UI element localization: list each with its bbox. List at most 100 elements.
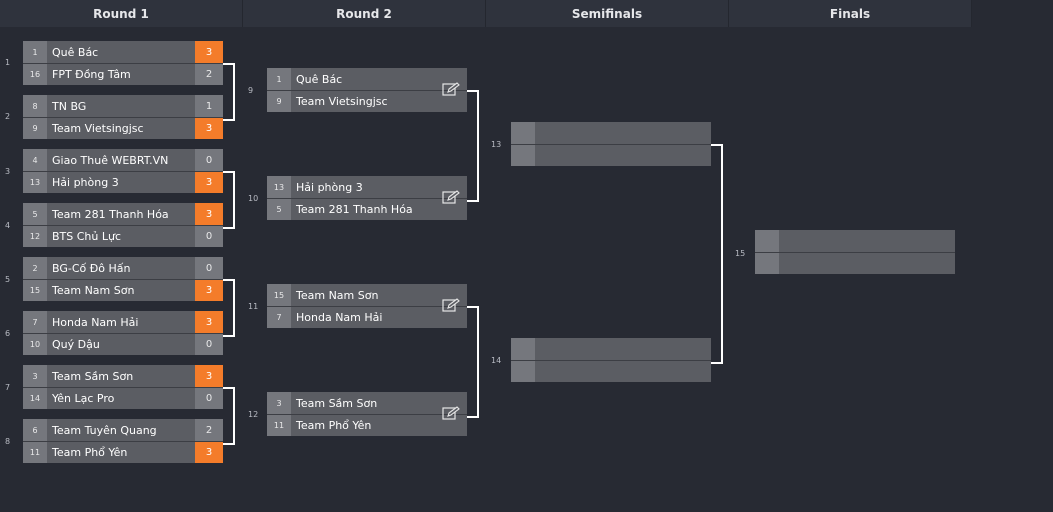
team-name: Team Phổ Yên [296, 419, 372, 432]
match-1[interactable]: 1 Quê Bác 3 16 FPT Đồng Tâm 2 [23, 41, 223, 85]
match-seat[interactable]: 14 Yên Lạc Pro 0 [23, 387, 223, 409]
match-seat[interactable] [755, 252, 955, 274]
score: 0 [195, 226, 223, 247]
match-7[interactable]: 3 Team Sầm Sơn 3 14 Yên Lạc Pro 0 [23, 365, 223, 409]
seed: 11 [23, 442, 47, 463]
match-number: 10 [248, 194, 259, 203]
seed [755, 230, 779, 252]
score: 3 [195, 41, 223, 63]
score: 3 [195, 203, 223, 225]
match-seat[interactable]: 9 Team Vietsingjsc [267, 90, 467, 112]
seed: 2 [23, 257, 47, 279]
match-seat[interactable]: 16 FPT Đồng Tâm 2 [23, 63, 223, 85]
match-10[interactable]: 13 Hải phòng 3 5 Team 281 Thanh Hóa [267, 176, 467, 220]
seed: 11 [267, 415, 291, 436]
seed: 5 [23, 203, 47, 225]
match-seat[interactable]: 13 Hải phòng 3 [267, 176, 467, 198]
match-seat[interactable] [511, 144, 711, 166]
match-seat[interactable]: 1 Quê Bác 3 [23, 41, 223, 63]
seed [511, 338, 535, 360]
match-9[interactable]: 1 Quê Bác 9 Team Vietsingjsc [267, 68, 467, 112]
match-3[interactable]: 4 Giao Thuê WEBRT.VN 0 13 Hải phòng 3 3 [23, 149, 223, 193]
team-name: Team Sầm Sơn [52, 369, 134, 383]
match-seat[interactable]: 12 BTS Chủ Lực 0 [23, 225, 223, 247]
seed: 1 [23, 41, 47, 63]
match-4[interactable]: 5 Team 281 Thanh Hóa 3 12 BTS Chủ Lực 0 [23, 203, 223, 247]
edit-icon[interactable] [442, 190, 460, 205]
match-seat[interactable]: 4 Giao Thuê WEBRT.VN 0 [23, 149, 223, 171]
match-seat[interactable]: 8 TN BG 1 [23, 95, 223, 117]
match-11[interactable]: 15 Team Nam Sơn 7 Honda Nam Hải [267, 284, 467, 328]
match-seat[interactable]: 13 Hải phòng 3 3 [23, 171, 223, 193]
match-number: 2 [5, 112, 11, 121]
team-name: Team Nam Sơn [52, 284, 135, 297]
seed: 14 [23, 388, 47, 409]
team-name: Quý Dậu [52, 338, 100, 351]
match-seat[interactable]: 11 Team Phổ Yên [267, 414, 467, 436]
seed: 8 [23, 95, 47, 117]
bracket-connector [223, 387, 235, 445]
seed: 6 [23, 419, 47, 441]
team-name: Team Phổ Yên [52, 446, 128, 459]
match-number: 7 [5, 383, 11, 392]
edit-icon[interactable] [442, 298, 460, 313]
score: 3 [195, 365, 223, 387]
seed: 3 [23, 365, 47, 387]
match-seat[interactable]: 7 Honda Nam Hải [267, 306, 467, 328]
score: 3 [195, 311, 223, 333]
seed [511, 145, 535, 166]
match-number: 4 [5, 221, 11, 230]
match-13[interactable] [511, 122, 711, 166]
match-14[interactable] [511, 338, 711, 382]
match-seat[interactable]: 11 Team Phổ Yên 3 [23, 441, 223, 463]
match-seat[interactable]: 9 Team Vietsingjsc 3 [23, 117, 223, 139]
match-seat[interactable]: 15 Team Nam Sơn 3 [23, 279, 223, 301]
seed: 10 [23, 334, 47, 355]
seed [511, 361, 535, 382]
match-seat[interactable] [511, 338, 711, 360]
team-name: Honda Nam Hải [296, 311, 383, 324]
team-name: BG-Cố Đô Hấn [52, 261, 131, 275]
match-number: 15 [735, 249, 746, 258]
match-seat[interactable]: 5 Team 281 Thanh Hóa [267, 198, 467, 220]
match-seat[interactable] [511, 122, 711, 144]
match-seat[interactable] [755, 230, 955, 252]
match-seat[interactable] [511, 360, 711, 382]
match-seat[interactable]: 2 BG-Cố Đô Hấn 0 [23, 257, 223, 279]
match-6[interactable]: 7 Honda Nam Hải 3 10 Quý Dậu 0 [23, 311, 223, 355]
team-name: Quê Bác [296, 72, 343, 86]
match-seat[interactable]: 5 Team 281 Thanh Hóa 3 [23, 203, 223, 225]
match-seat[interactable]: 15 Team Nam Sơn [267, 284, 467, 306]
rounds-header: Round 1 Round 2 Semifinals Finals [0, 0, 972, 27]
match-seat[interactable]: 3 Team Sầm Sơn 3 [23, 365, 223, 387]
match-number: 12 [248, 410, 259, 419]
bracket-connector [223, 63, 235, 121]
edit-icon[interactable] [442, 406, 460, 421]
match-5[interactable]: 2 BG-Cố Đô Hấn 0 15 Team Nam Sơn 3 [23, 257, 223, 301]
match-12[interactable]: 3 Team Sầm Sơn 11 Team Phổ Yên [267, 392, 467, 436]
score: 2 [195, 419, 223, 441]
team-name: Hải phòng 3 [296, 180, 363, 194]
match-2[interactable]: 8 TN BG 1 9 Team Vietsingjsc 3 [23, 95, 223, 139]
seed: 13 [267, 176, 291, 198]
seed: 7 [267, 307, 291, 328]
match-8[interactable]: 6 Team Tuyên Quang 2 11 Team Phổ Yên 3 [23, 419, 223, 463]
team-name: Team Vietsingjsc [296, 95, 388, 108]
match-number: 14 [491, 356, 502, 365]
seed: 9 [23, 118, 47, 139]
match-seat[interactable]: 1 Quê Bác [267, 68, 467, 90]
match-seat[interactable]: 6 Team Tuyên Quang 2 [23, 419, 223, 441]
edit-icon[interactable] [442, 82, 460, 97]
team-name: Team Sầm Sơn [296, 396, 378, 410]
match-seat[interactable]: 7 Honda Nam Hải 3 [23, 311, 223, 333]
team-name: Yên Lạc Pro [52, 392, 115, 405]
bracket-connector [223, 279, 235, 337]
seed [511, 122, 535, 144]
match-15[interactable] [755, 230, 955, 274]
match-seat[interactable]: 3 Team Sầm Sơn [267, 392, 467, 414]
match-seat[interactable]: 10 Quý Dậu 0 [23, 333, 223, 355]
match-number: 5 [5, 275, 11, 284]
bracket-connector [223, 171, 235, 229]
seed: 1 [267, 68, 291, 90]
score: 0 [195, 257, 223, 279]
